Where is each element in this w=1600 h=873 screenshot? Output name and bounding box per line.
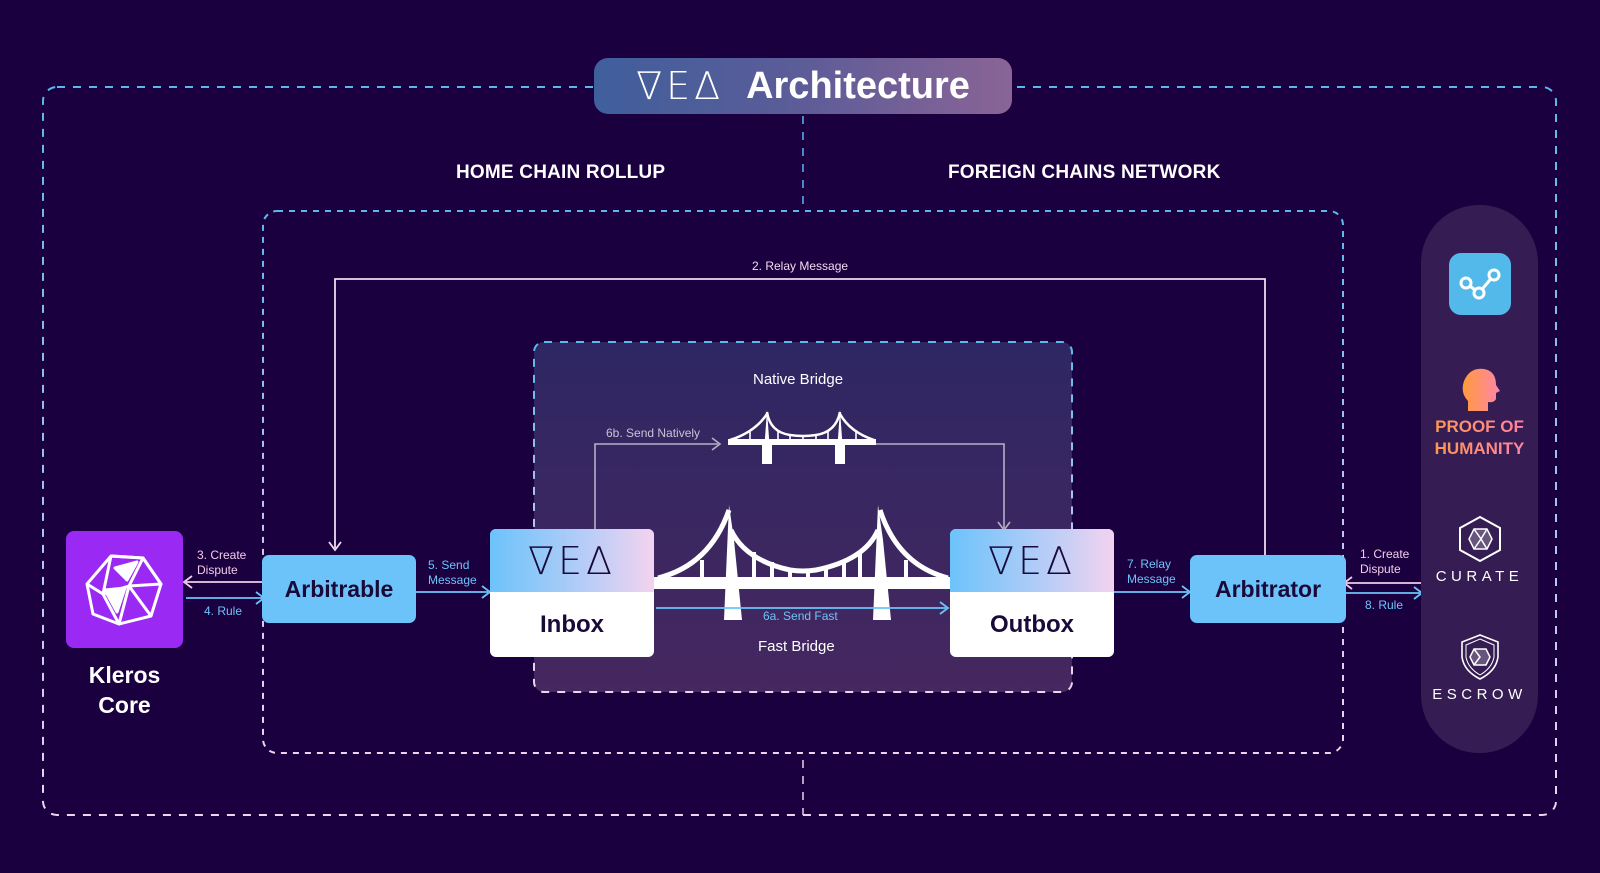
shield-icosahedron-icon <box>1460 634 1499 680</box>
hexagon-icosahedron-icon <box>1458 515 1501 563</box>
outbox-node[interactable]: ∇E∆ Outbox <box>950 529 1114 657</box>
create-dispute-3-arrowhead <box>182 575 193 589</box>
relay-message-line <box>334 278 1266 555</box>
kleros-core-label: Kleros Core <box>88 662 161 718</box>
rule-4-label: 4. Rule <box>204 604 243 618</box>
native-to-outbox-line <box>876 443 1005 528</box>
outbox-label: Outbox <box>990 610 1074 638</box>
relay-message-arrowhead <box>328 541 342 552</box>
send-natively-label: 6b. Send Natively <box>606 426 701 440</box>
inner-dashed-border <box>262 210 1344 754</box>
graph-icon <box>1448 253 1511 315</box>
vea-logo: ∇E∆ <box>988 538 1076 583</box>
title-banner: ∇E∆ Architecture <box>594 58 1012 114</box>
page-title: Architecture <box>746 64 970 107</box>
app-curate[interactable]: CURATE <box>1421 515 1538 585</box>
escrow-label: ESCROW <box>1432 686 1527 703</box>
native-bridge-icon <box>728 410 876 464</box>
inbox-label: Inbox <box>540 610 604 638</box>
kleros-icosahedron-icon <box>85 554 162 625</box>
bridge-area <box>533 341 1073 693</box>
app-escrow[interactable]: ESCROW <box>1421 633 1538 703</box>
arbitrator-node[interactable]: Arbitrator <box>1190 555 1346 623</box>
send-natively-line <box>594 443 718 530</box>
fast-bridge-icon <box>654 505 952 620</box>
curate-label: CURATE <box>1435 568 1524 585</box>
vea-logo: ∇E∆ <box>528 538 616 583</box>
home-chain-rollup-label: HOME CHAIN ROLLUP <box>456 162 666 183</box>
rule-8-label: 8. Rule <box>1365 598 1404 612</box>
head-icon <box>1462 368 1500 411</box>
app-linguo[interactable] <box>1421 253 1538 320</box>
foreign-chains-network-label: FOREIGN CHAINS NETWORK <box>948 162 1221 183</box>
arbitrable-node[interactable]: Arbitrable <box>262 555 416 623</box>
kleros-core-node[interactable] <box>66 531 183 648</box>
relay-message-2-label: 2. Relay Message <box>752 259 849 273</box>
inbox-node[interactable]: ∇E∆ Inbox <box>490 529 654 657</box>
send-fast-arrowhead <box>939 601 950 615</box>
send-fast-label: 6a. Send Fast <box>763 609 838 623</box>
fast-bridge-label: Fast Bridge <box>758 638 835 655</box>
send-natively-arrowhead <box>711 437 722 451</box>
vea-logo: ∇E∆ <box>636 64 725 108</box>
native-bridge-label: Native Bridge <box>753 371 844 388</box>
